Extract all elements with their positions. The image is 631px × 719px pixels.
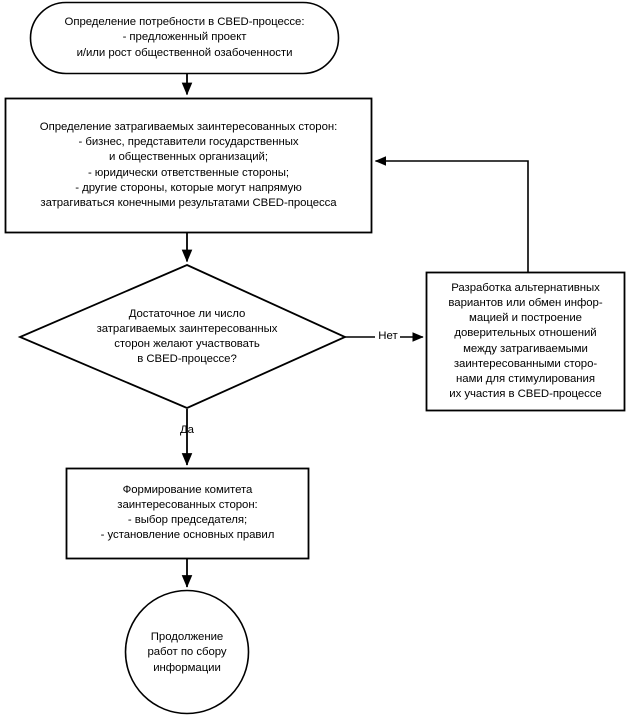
node-continue-shape <box>124 589 250 715</box>
node-continue[interactable] <box>125 590 249 714</box>
edge-label-yes: Да <box>179 424 195 436</box>
node-committee-shape <box>65 467 310 560</box>
node-start-shape <box>29 1 340 75</box>
node-decision-shape <box>17 264 348 409</box>
node-start[interactable] <box>30 2 339 74</box>
node-alternatives[interactable] <box>426 272 625 411</box>
node-identify-stakeholders-shape <box>4 97 373 234</box>
node-decision[interactable] <box>20 265 346 409</box>
node-alternatives-shape <box>425 271 626 412</box>
node-identify-stakeholders[interactable] <box>5 98 372 233</box>
node-committee[interactable] <box>66 468 309 559</box>
edge-alternatives-to-identify <box>374 156 529 272</box>
edge-label-no: Нет <box>378 330 398 342</box>
